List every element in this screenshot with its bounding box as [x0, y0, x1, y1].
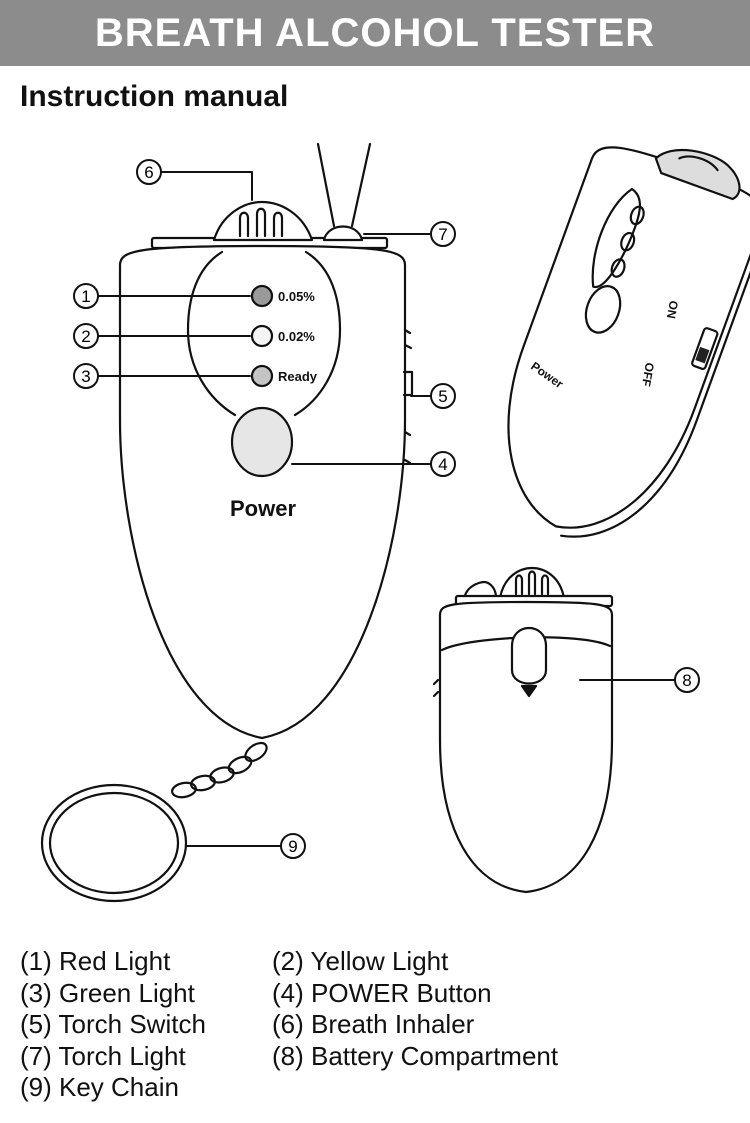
side-indicator-panel: [591, 187, 641, 288]
red-light: [250, 284, 274, 308]
power-button: [230, 406, 294, 478]
svg-text:1: 1: [81, 287, 90, 306]
svg-text:3: 3: [81, 367, 90, 386]
legend-item: (6) Breath Inhaler: [272, 1009, 475, 1039]
svg-text:7: 7: [438, 225, 447, 244]
side-switch-on-label: ON: [664, 299, 681, 319]
side-power-button: [584, 285, 622, 334]
callout-3: 3: [73, 363, 99, 389]
callout-5: 5: [430, 383, 456, 409]
legend-item: (2) Yellow Light: [272, 946, 449, 976]
callout-4: 4: [430, 451, 456, 477]
front-body: [118, 244, 407, 740]
indicator-panel-right: [293, 250, 342, 417]
label-0-05: 0.05%: [278, 289, 315, 304]
yellow-light: [250, 324, 274, 348]
legend-item: (5) Torch Switch: [20, 1009, 206, 1039]
side-inhaler: [654, 148, 741, 201]
callout-9: 9: [280, 833, 306, 859]
side-switch-off-label: OFF: [639, 361, 657, 387]
back-body: [438, 600, 614, 894]
torch-beam-right: [350, 142, 372, 228]
svg-text:2: 2: [81, 327, 90, 346]
callout-6: 6: [136, 159, 162, 185]
callout-8: 8: [674, 667, 700, 693]
legend-row: (9) Key Chain: [20, 1072, 720, 1104]
torch-switch-ridges: [402, 328, 414, 465]
legend-row: (3) Green Light (4) POWER Button: [20, 978, 720, 1010]
callout-7: 7: [430, 221, 456, 247]
torch-beam-left: [316, 142, 336, 228]
legend-item: (9) Key Chain: [20, 1072, 179, 1102]
latch-arrow-icon: [520, 684, 538, 698]
legend-row: (1) Red Light (2) Yellow Light: [20, 946, 720, 978]
key-chain: [40, 741, 268, 903]
side-edge: [560, 206, 750, 538]
battery-latch: [510, 626, 548, 685]
svg-text:9: 9: [288, 837, 297, 856]
front-view: [118, 142, 414, 740]
callout-leaders: [97, 171, 675, 847]
side-inhaler-ridge: [678, 155, 719, 172]
breath-inhaler: [212, 200, 314, 242]
legend-row: (7) Torch Light (8) Battery Compartment: [20, 1041, 720, 1073]
legend-item: (4) POWER Button: [272, 977, 492, 1008]
svg-text:6: 6: [144, 163, 153, 182]
subtitle: Instruction manual: [20, 80, 289, 113]
svg-text:5: 5: [438, 387, 447, 406]
inhaler-slot: [255, 207, 267, 238]
callouts: 1 2 3 4 5 6 7 8 9: [73, 159, 700, 859]
legend-row: (5) Torch Switch (6) Breath Inhaler: [20, 1009, 720, 1041]
svg-text:4: 4: [438, 455, 447, 474]
legend-item: (7) Torch Light: [20, 1040, 186, 1071]
legend-item: (1) Red Light: [20, 946, 171, 976]
svg-text:8: 8: [682, 671, 691, 690]
inhaler-slot: [272, 211, 284, 238]
back-view: [432, 566, 614, 894]
torch-light-dome: [322, 225, 364, 242]
label-0-02: 0.02%: [278, 329, 315, 344]
green-light: [250, 364, 274, 388]
callout-1: 1: [73, 283, 99, 309]
document-title: BREATH ALCOHOL TESTER: [94, 10, 656, 55]
legend-item: (3) Green Light: [20, 977, 195, 1008]
parts-legend: (1) Red Light (2) Yellow Light (3) Green…: [20, 946, 720, 1104]
side-view: [507, 146, 750, 538]
label-ready: Ready: [278, 369, 318, 384]
inhaler-slot: [238, 211, 250, 238]
indicator-panel-left: [186, 250, 237, 417]
key-ring: [40, 783, 188, 903]
header-bar: BREATH ALCOHOL TESTER: [0, 0, 750, 66]
legend-item: (8) Battery Compartment: [272, 1040, 559, 1071]
callout-2: 2: [73, 323, 99, 349]
power-label: Power: [230, 496, 296, 521]
